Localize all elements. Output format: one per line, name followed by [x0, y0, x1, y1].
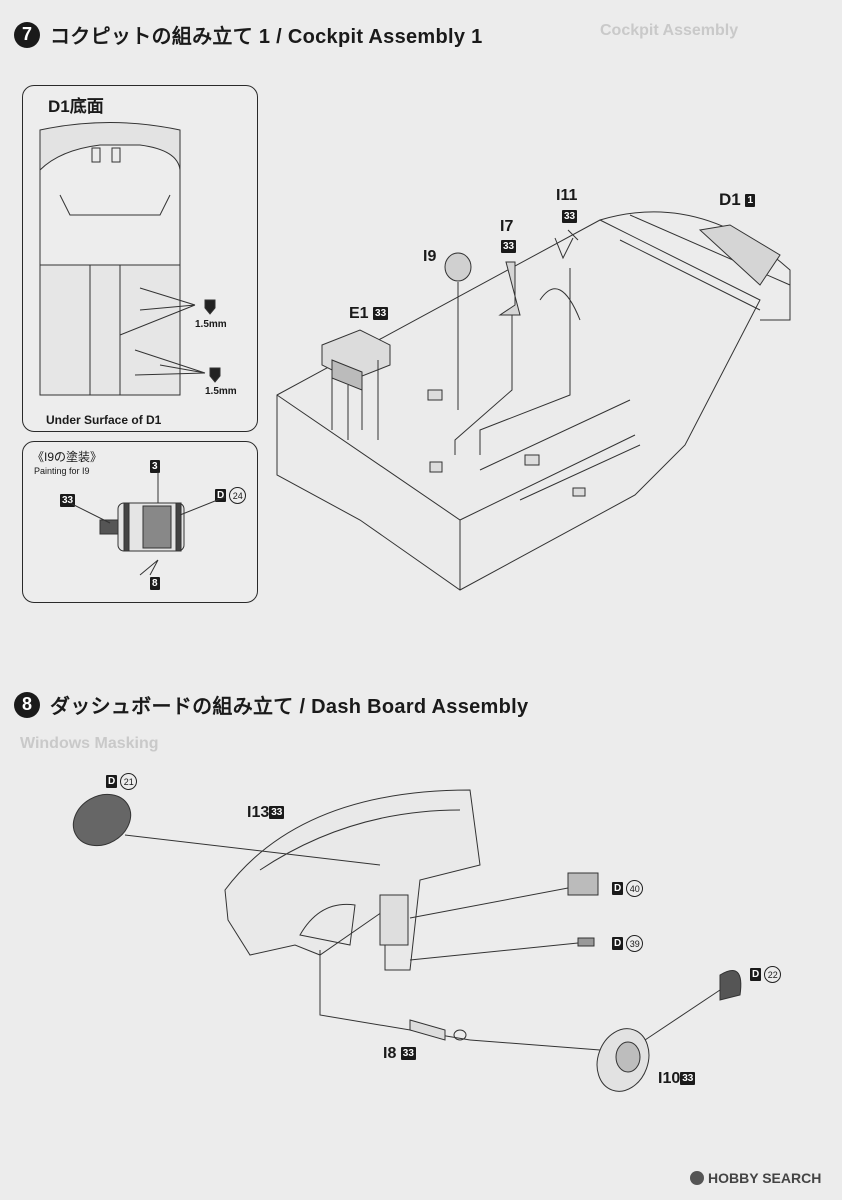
- painting-title: 《I9の塗装》: [32, 450, 103, 464]
- part-i7-badge: 33: [501, 240, 517, 254]
- e1-part-drawing: [321, 329, 391, 440]
- part-d1-label: D1 1: [719, 190, 756, 209]
- step-8-header: 8 ダッシュボードの組み立て / Dash Board Assembly: [14, 690, 528, 719]
- d1-underside-drawing: [39, 122, 221, 396]
- paint-color-bottom: 8: [150, 577, 160, 591]
- ghost-text: Cockpit Assembly: [600, 22, 739, 39]
- part-i7-label: I7: [500, 218, 514, 235]
- i8-part: [409, 1019, 446, 1041]
- decal-21-shape: [72, 793, 132, 847]
- ghost-text: Windows Masking: [20, 735, 159, 752]
- dashboard-drawing: [224, 789, 481, 1041]
- decal-39-shape: [577, 937, 595, 947]
- hobby-search-logo: HOBBY SEARCH: [690, 1170, 821, 1186]
- decal-40-shape: [567, 872, 599, 896]
- part-i8-label: I8 33: [383, 1045, 416, 1062]
- decal-22-shape: [719, 970, 742, 1001]
- i7-guide-line: [454, 315, 513, 455]
- part-e1-label: E1 33: [349, 305, 389, 322]
- i7-part: [498, 261, 521, 316]
- step-8-title: ダッシュボードの組み立て / Dash Board Assembly: [50, 696, 529, 718]
- i9-painted-part: [69, 472, 226, 576]
- painting-subtitle: Painting for I9: [34, 466, 90, 476]
- step-7-number: 7: [14, 21, 40, 48]
- part-i11-badge: 33: [562, 210, 578, 224]
- underside-caption: Under Surface of D1: [46, 413, 162, 427]
- part-i9-label: I9: [423, 248, 437, 265]
- step-7-title: コクピットの組み立て 1 / Cockpit Assembly 1: [50, 26, 483, 48]
- step-8-number: 8: [14, 691, 40, 718]
- logo-icon: [690, 1171, 704, 1185]
- paint-color-top: 3: [150, 460, 160, 474]
- i9-part: [444, 252, 472, 282]
- part-i11-label: I11: [556, 187, 578, 204]
- logo-text: HOBBY SEARCH: [708, 1170, 822, 1186]
- step-7-header: 7 コクピットの組み立て 1 / Cockpit Assembly 1: [14, 20, 483, 49]
- drill-size-2: 1.5mm: [205, 386, 237, 397]
- paint-decal-right: D 24: [215, 487, 247, 504]
- i11-part: [554, 229, 579, 260]
- cockpit-floor-drawing: [276, 211, 791, 591]
- underside-title: D1底面: [48, 97, 104, 116]
- drill-size-1: 1.5mm: [195, 319, 227, 330]
- i11-guide-line: [479, 268, 571, 455]
- steering-wheel-drawing: [469, 1028, 650, 1092]
